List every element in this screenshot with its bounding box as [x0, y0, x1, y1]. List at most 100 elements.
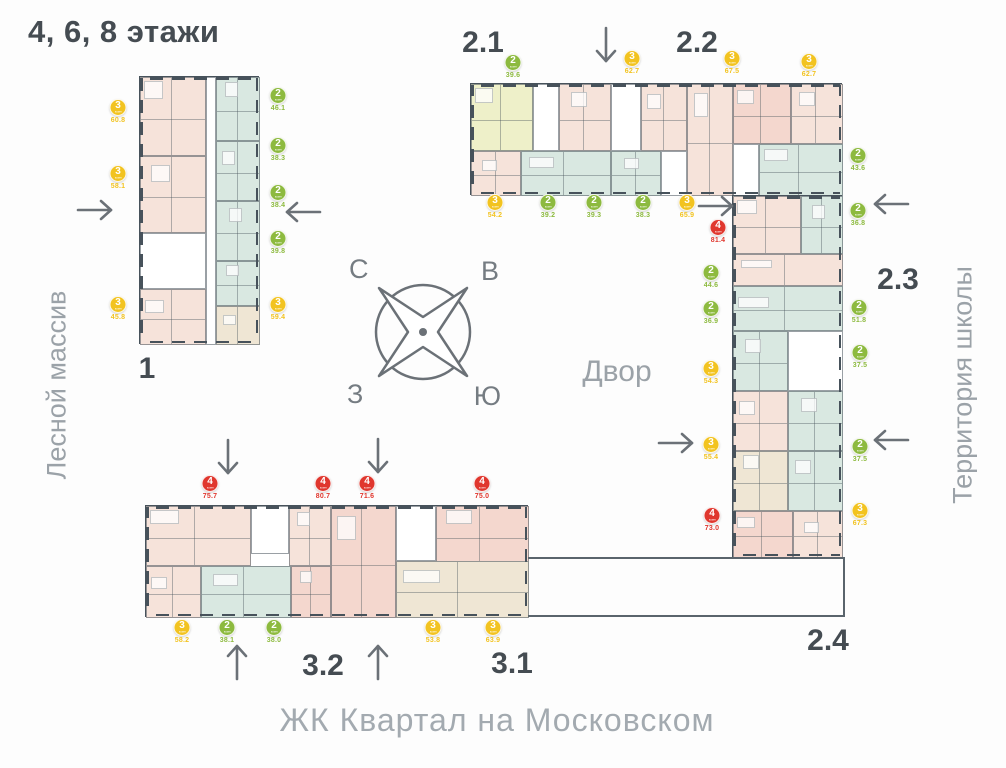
apartment-unit[interactable] — [611, 151, 661, 196]
room-divider — [292, 594, 330, 595]
room-word: комн — [854, 158, 862, 161]
apartment-unit[interactable] — [733, 331, 788, 391]
apartment-unit[interactable] — [291, 566, 331, 618]
apartment-unit[interactable] — [801, 196, 843, 254]
room-count: 2 — [275, 87, 281, 99]
room-count: 2 — [271, 619, 277, 631]
apartment-unit[interactable] — [788, 391, 843, 451]
apartment-unit[interactable] — [733, 254, 843, 286]
apartment-area: 60.8 — [110, 117, 126, 124]
apartment-unit[interactable] — [289, 506, 331, 566]
apartment-unit[interactable] — [140, 77, 206, 156]
apartment-area: 39.3 — [586, 212, 602, 219]
apartment-unit[interactable] — [559, 84, 611, 151]
apartment-unit[interactable] — [733, 196, 801, 254]
room-divider — [141, 319, 205, 320]
furniture-mark — [741, 260, 772, 268]
apartment-area: 80.7 — [315, 493, 331, 500]
room-divider — [734, 423, 787, 424]
apartment-unit[interactable] — [216, 141, 260, 201]
room-divider — [734, 116, 790, 117]
apartment-unit[interactable] — [791, 84, 843, 144]
furniture-mark — [226, 265, 239, 276]
apartment-unit[interactable] — [140, 156, 206, 233]
room-word: комн — [489, 630, 497, 633]
apartment-unit[interactable] — [759, 144, 843, 196]
apartment-unit[interactable] — [733, 451, 788, 511]
apartment-unit[interactable] — [733, 286, 843, 331]
apartment-unit[interactable] — [687, 84, 733, 196]
apartment-unit[interactable] — [201, 566, 291, 618]
room-divider — [472, 175, 520, 176]
room-word: комн — [114, 176, 122, 179]
apartment-unit[interactable] — [521, 151, 611, 196]
apartment-unit[interactable] — [216, 306, 260, 345]
apartment-unit[interactable] — [471, 84, 533, 151]
room-count: 3 — [490, 619, 496, 631]
apartment-unit[interactable] — [788, 451, 843, 511]
furniture-mark — [145, 300, 164, 313]
apartment-unit[interactable] — [641, 84, 687, 151]
apartment-unit[interactable] — [436, 506, 529, 566]
apartment-unit[interactable] — [733, 511, 793, 558]
apartment-unit[interactable] — [146, 506, 251, 566]
apartment-unit[interactable] — [331, 506, 396, 618]
apartment-unit[interactable] — [396, 561, 529, 618]
apartment-unit[interactable] — [733, 391, 788, 451]
room-divider — [784, 287, 785, 330]
apartment-unit[interactable] — [216, 261, 260, 306]
section-label-2-2: 2.2 — [676, 26, 718, 59]
apartment-unit[interactable] — [471, 151, 521, 196]
apartment-unit[interactable] — [793, 511, 843, 558]
apartment-unit[interactable] — [216, 201, 260, 261]
apartment-unit[interactable] — [733, 84, 791, 144]
apartment-unit[interactable] — [140, 289, 206, 345]
room-divider — [237, 262, 238, 305]
entrance-arrow-icon — [869, 418, 913, 462]
apartment-unit[interactable] — [146, 566, 201, 618]
apartment-unit[interactable] — [216, 77, 260, 141]
